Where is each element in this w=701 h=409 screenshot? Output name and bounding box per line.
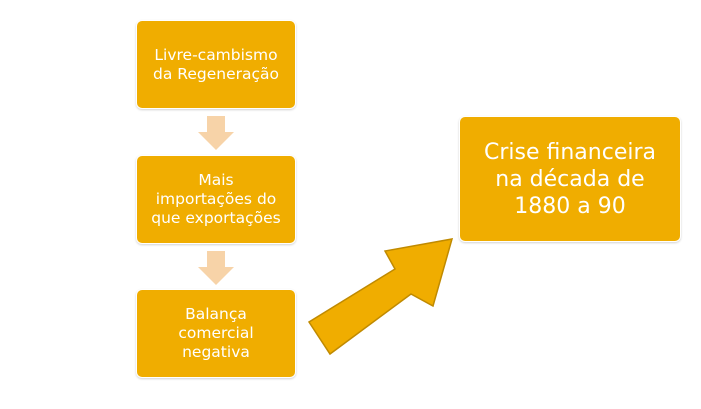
flow-box-trade-balance: Balança comercial negativa bbox=[136, 289, 296, 378]
box4-line2: na década de bbox=[495, 166, 645, 192]
flow-box-financial-crisis: Crise financeira na década de 1880 a 90 bbox=[459, 116, 681, 242]
flow-box-imports: Mais importações do que exportações bbox=[136, 155, 296, 244]
down-arrow-icon bbox=[198, 116, 234, 150]
box2-line3: que exportações bbox=[151, 209, 281, 227]
box1-line1: Livre-cambismo bbox=[154, 45, 278, 64]
box3-line3: negativa bbox=[182, 343, 250, 361]
box4-line3: 1880 a 90 bbox=[514, 193, 626, 219]
down-arrow-icon bbox=[198, 251, 234, 285]
box3-line1: Balança bbox=[185, 305, 247, 323]
box2-line2: importações do bbox=[155, 190, 277, 208]
box1-line2: da Regeneração bbox=[153, 64, 279, 83]
flow-box-free-trade: Livre-cambismo da Regeneração bbox=[136, 20, 296, 109]
box3-line2: comercial bbox=[178, 324, 254, 342]
box4-line1: Crise financeira bbox=[483, 139, 656, 165]
box2-line1: Mais bbox=[198, 171, 234, 189]
